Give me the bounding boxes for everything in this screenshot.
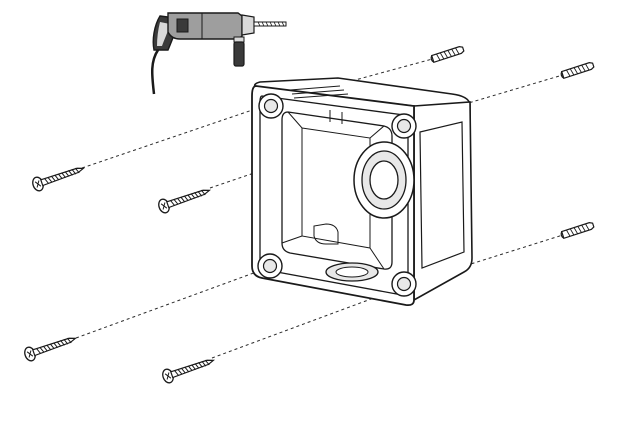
wall-plug <box>560 62 595 80</box>
mounting-hole <box>396 276 412 292</box>
wall-plug-tip <box>560 71 565 79</box>
screw-drive-slot <box>160 202 168 210</box>
wall-plug-rib <box>585 63 590 71</box>
guide-line-bottom-right <box>211 288 399 359</box>
bottom-cable-entry-inner <box>335 266 369 278</box>
wood-screw <box>158 189 212 214</box>
box-top-rib <box>289 85 341 91</box>
wood-screw <box>24 337 78 362</box>
box-top-rib <box>293 93 349 99</box>
box-inner-edge <box>281 235 303 244</box>
cable-gland-inner <box>369 160 399 200</box>
wall-plug-rib <box>443 51 449 59</box>
box-inner-edge <box>369 125 385 139</box>
box-top-ribs <box>289 85 349 99</box>
guide-line-bottom-left <box>75 266 271 339</box>
screw-drive-slot <box>34 180 42 188</box>
mounting-hole-bottom-left <box>257 253 283 279</box>
wall-plug-rib <box>569 68 575 76</box>
wall-plug-rib <box>455 47 460 55</box>
mounting-hole-bottom-right <box>391 271 417 297</box>
box-inner-edge <box>287 111 303 129</box>
drill-icon <box>151 12 287 95</box>
drill-side-handle-clamp <box>233 36 245 43</box>
wall-plugs <box>430 46 595 240</box>
wall-plug-rib <box>566 69 571 77</box>
screw-thread <box>170 189 206 206</box>
mounting-hole <box>396 118 412 134</box>
wall-plug-rib <box>573 67 579 75</box>
wall-plug-rib <box>585 223 590 231</box>
screw-drive-slot <box>26 350 34 358</box>
drill-cord <box>151 49 160 95</box>
drill-bit-flutes <box>257 21 285 27</box>
wall-plug-rib <box>581 64 586 72</box>
mounting-hole-top-right <box>391 113 417 139</box>
box-side-face <box>413 101 473 302</box>
wall-plug-rib <box>439 52 445 60</box>
box-front-face <box>251 85 415 307</box>
wood-screw <box>162 359 216 384</box>
screw-thread <box>174 359 210 376</box>
wall-plug-rib <box>566 229 571 237</box>
wall-plug-rib <box>447 50 452 57</box>
box-inner-edge <box>369 247 385 270</box>
mounting-hole <box>263 98 279 114</box>
wall-plug-tip <box>560 231 565 239</box>
wall-plug-rib <box>569 228 575 236</box>
wall-plug-tip <box>430 55 435 63</box>
box-side-panel <box>419 121 465 269</box>
box-top-rib <box>291 89 345 95</box>
wall-plug-rib <box>573 227 579 235</box>
wall-plug-rib <box>577 66 582 73</box>
drill-vent <box>176 18 189 33</box>
wall-plug <box>430 46 465 64</box>
screw-drive-slot <box>164 372 172 380</box>
screw-thread <box>36 337 72 354</box>
wall-plug-rib <box>577 226 582 233</box>
wall-plug-body <box>560 222 595 240</box>
wall-plug-rib <box>436 53 441 61</box>
screw-thread <box>44 167 80 184</box>
wall-plug <box>560 222 595 240</box>
drill-chuck <box>241 14 255 36</box>
wall-plug-rib <box>451 48 456 56</box>
guide-line-top-left <box>81 103 271 169</box>
box-inner-rib <box>329 110 343 124</box>
mounting-hole-top-left <box>258 93 284 119</box>
wood-screw <box>32 167 86 192</box>
drill-side-handle <box>233 41 245 67</box>
wood-screws <box>24 167 216 384</box>
wall-plug-rib <box>581 224 586 232</box>
junction-box <box>251 77 473 307</box>
wall-plug-body <box>560 62 595 80</box>
box-inner-boss <box>313 223 339 245</box>
drill-grip-highlight <box>157 22 170 46</box>
mounting-hole <box>262 258 278 274</box>
drill-bit <box>253 21 287 27</box>
